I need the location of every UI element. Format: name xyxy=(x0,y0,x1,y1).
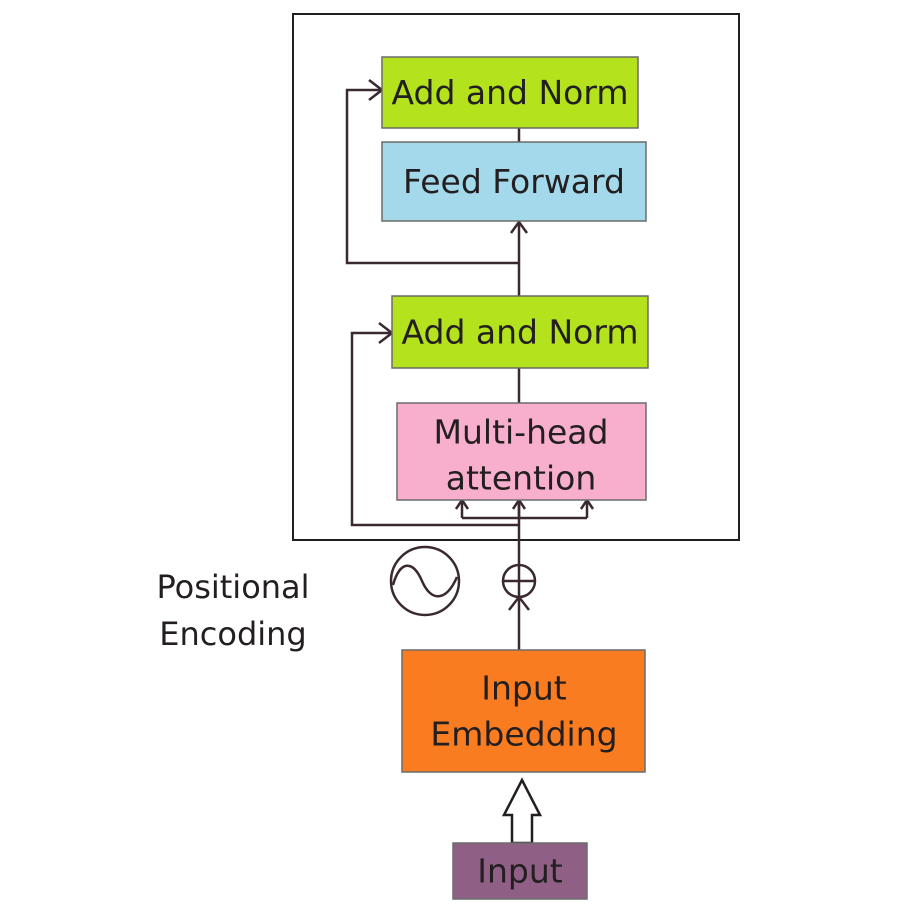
attention-input-arrows xyxy=(454,497,595,520)
arrow-into-feed-forward xyxy=(509,219,529,296)
feed-forward-block: Feed Forward xyxy=(381,141,647,222)
positional-encoding-line2: Encoding xyxy=(159,615,306,653)
feed-forward-label: Feed Forward xyxy=(403,162,625,201)
positional-encoding-label: Positional Encoding xyxy=(156,568,309,653)
add-and-norm-bottom-block: Add and Norm xyxy=(391,295,649,369)
multi-head-attention-label-line1: Multi-head xyxy=(434,413,609,452)
add-and-norm-top-label: Add and Norm xyxy=(392,73,629,112)
input-label: Input xyxy=(477,852,563,891)
input-embedding-label-line2: Embedding xyxy=(430,715,617,754)
encoder-frame xyxy=(292,13,740,541)
positional-encoding-line1: Positional xyxy=(156,568,309,606)
input-arrow xyxy=(501,777,543,845)
add-and-norm-bottom-label: Add and Norm xyxy=(402,313,639,352)
add-and-norm-top-block: Add and Norm xyxy=(381,56,639,129)
input-embedding-block: Input Embedding xyxy=(401,649,646,773)
circled-plus-icon xyxy=(501,563,537,599)
multi-head-attention-label-line2: attention xyxy=(446,459,597,498)
input-block: Input xyxy=(452,842,588,900)
input-embedding-label-line1: Input xyxy=(481,669,567,708)
sine-wave-icon xyxy=(389,545,461,617)
multi-head-attention-block: Multi-head attention xyxy=(396,402,647,501)
